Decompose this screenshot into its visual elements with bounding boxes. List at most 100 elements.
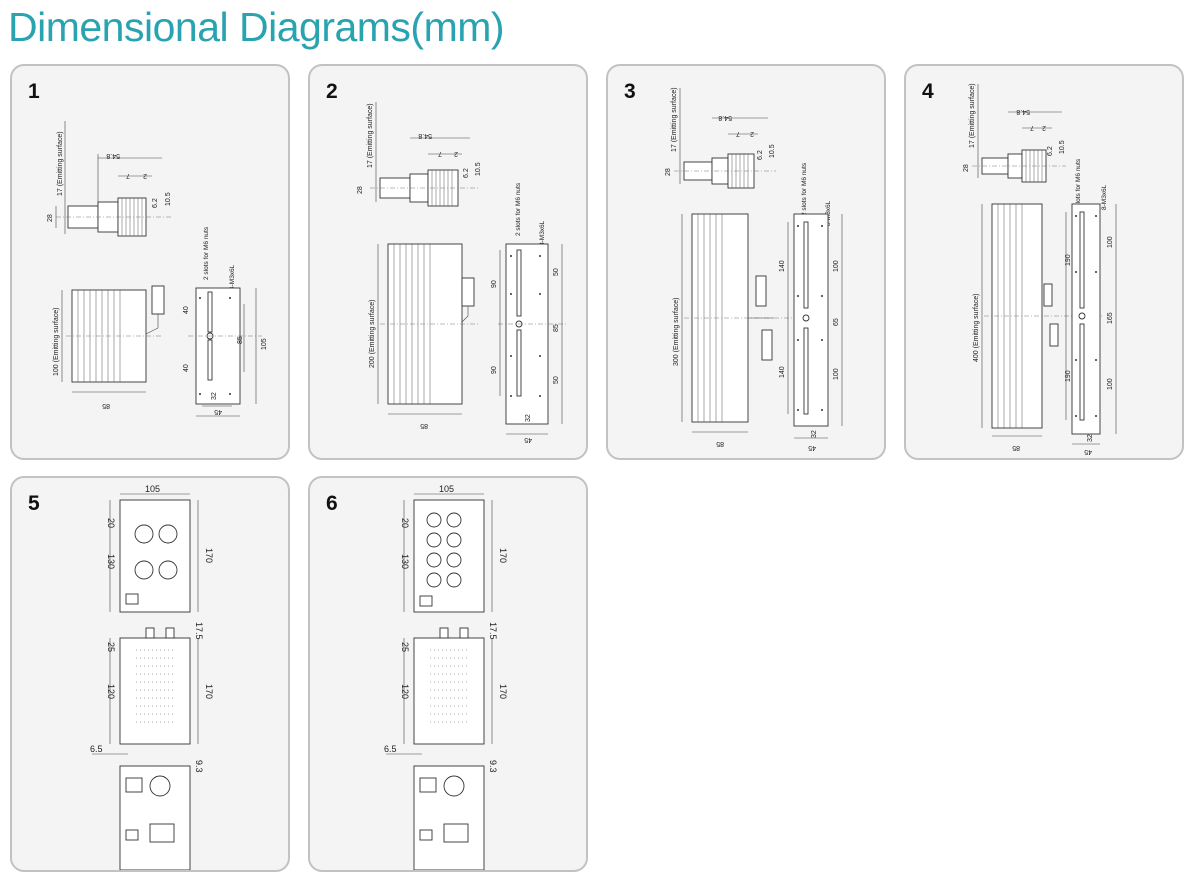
dim-cap: 17.5	[488, 622, 498, 640]
dim-105s: 10.5	[165, 192, 172, 206]
dim-emitting-height: 200 (Emitting surface)	[369, 300, 376, 368]
slot-top	[803, 221, 809, 309]
connector-2	[1049, 323, 1059, 347]
dim-base: 45	[1084, 448, 1092, 455]
dim-w: 105	[439, 484, 454, 494]
base-plate	[1071, 203, 1101, 435]
dim-105s: 10.5	[475, 162, 482, 176]
diagram-panel-3: 3 17 (Emitting surface) 54.8 7 2 6.2 10.…	[606, 64, 886, 460]
dim-top: 20	[106, 518, 116, 528]
diagram-panel-6: 6 105 20 130 170 17.5 25 120 170 6.5 9.3	[308, 476, 588, 872]
dim-pitch: 32	[1087, 434, 1094, 442]
dim-emitting-height: 100 (Emitting surface)	[53, 308, 60, 376]
dim-h: 170	[498, 548, 508, 563]
dim-548: 54.8	[718, 114, 732, 121]
slot-bottom	[803, 327, 809, 415]
dim-7: 7	[736, 130, 740, 137]
dim-front-mid: 120	[400, 684, 410, 699]
panel-number: 1	[28, 80, 40, 103]
dim-7: 7	[126, 172, 130, 179]
dim-105s: 10.5	[1059, 140, 1066, 154]
dim-pitch: 32	[811, 430, 818, 438]
dim-span: 90	[491, 280, 498, 288]
diagram-panel-4: 4 17 (Emitting surface) 54.8 7 2 6.2 10.…	[904, 64, 1184, 460]
drawing-6: 105 20 130 170 17.5 25 120 170 6.5 9.3	[384, 484, 508, 870]
switch	[125, 593, 139, 605]
power-inlet	[125, 777, 143, 793]
dim-mid: 130	[106, 554, 116, 569]
dim-front-top: 25	[106, 642, 116, 652]
slots-note: 2 slots for M6 nuts	[203, 226, 210, 280]
slot-bottom	[516, 329, 522, 397]
dim-base: 45	[808, 444, 816, 451]
dim-total: 50	[553, 268, 560, 276]
dim-total2: 100	[1107, 378, 1114, 390]
power-inlet	[419, 777, 437, 793]
dim-front-mid: 120	[106, 684, 116, 699]
page-title: Dimensional Diagrams(mm)	[8, 4, 505, 50]
dim-foot: 6.5	[384, 744, 397, 754]
dim-2: 2	[143, 172, 147, 179]
dim-cap: 17.5	[194, 622, 204, 640]
dim-w: 105	[145, 484, 160, 494]
dim-span: 40	[183, 306, 190, 314]
slot-bottom	[207, 339, 213, 381]
dim-7: 7	[1030, 124, 1034, 131]
dim-emitting-depth: 17 (Emitting surface)	[671, 87, 678, 152]
front-view	[119, 637, 191, 745]
dim-width: 85	[102, 402, 110, 409]
dim-mid: 165	[1107, 312, 1114, 324]
panel-number: 4	[922, 80, 934, 103]
screw-note: 8-M3x6L	[539, 220, 546, 246]
base-plate	[505, 243, 549, 425]
dim-total2: 100	[833, 368, 840, 380]
slot-bottom	[1079, 323, 1085, 421]
dim-105s: 10.5	[769, 144, 776, 158]
dim-62: 6.2	[463, 168, 470, 178]
panel-number: 3	[624, 80, 636, 103]
slot-top	[207, 291, 213, 333]
diagram-panel-2: 2 17 (Emitting surface) 54.8 7 2 6.2 10.…	[308, 64, 588, 460]
switch	[419, 595, 433, 607]
dim-width: 85	[1012, 444, 1020, 451]
dim-7: 7	[438, 150, 442, 157]
dim-base: 45	[524, 436, 532, 443]
dim-62: 6.2	[1047, 146, 1054, 156]
slot-top	[516, 249, 522, 317]
dim-emitting-depth: 17 (Emitting surface)	[969, 83, 976, 148]
slots-note: 2 slots for M6 nuts	[801, 162, 808, 216]
dim-28: 28	[357, 186, 364, 194]
dim-front-top: 25	[400, 642, 410, 652]
dim-bottom: 9.3	[194, 760, 204, 773]
dim-total2: 50	[553, 376, 560, 384]
panel-number: 6	[326, 492, 338, 515]
dim-2: 2	[1042, 124, 1046, 131]
dim-28: 28	[665, 168, 672, 176]
fan	[443, 775, 465, 797]
dim-mid: 130	[400, 554, 410, 569]
dim-bottom: 9.3	[488, 760, 498, 773]
dim-emitting-height: 400 (Emitting surface)	[973, 294, 980, 362]
screw-note: 8-M3x6L	[1101, 184, 1108, 210]
front-view	[413, 637, 485, 745]
dim-pitch: 32	[211, 392, 218, 400]
diagram-panel-5: 5 105 20 130 170 17.5 25 120 170 6.5 9.3	[10, 476, 290, 872]
dim-span2: 40	[183, 364, 190, 372]
dim-total: 105	[261, 338, 268, 350]
base-plate	[195, 287, 241, 405]
dim-top: 20	[400, 518, 410, 528]
dim-mid: 85	[237, 336, 244, 344]
drawing-1: 17 (Emitting surface) 54.8 7 2 6.2 10.5 …	[47, 121, 268, 417]
dim-base: 45	[214, 408, 222, 415]
dim-548: 54.8	[106, 152, 120, 159]
screw-note: 8-M3x6L	[825, 200, 832, 226]
dim-emitting-depth: 17 (Emitting surface)	[367, 103, 374, 168]
dim-emitting-depth: 17 (Emitting surface)	[57, 131, 64, 196]
dim-span2: 90	[491, 366, 498, 374]
dim-width: 85	[716, 440, 724, 447]
slots-note: 2 slots for M6 nuts	[515, 182, 522, 236]
dim-pitch: 32	[525, 414, 532, 422]
panel-number: 2	[326, 80, 338, 103]
connector-2	[761, 329, 773, 361]
dim-h: 170	[204, 548, 214, 563]
